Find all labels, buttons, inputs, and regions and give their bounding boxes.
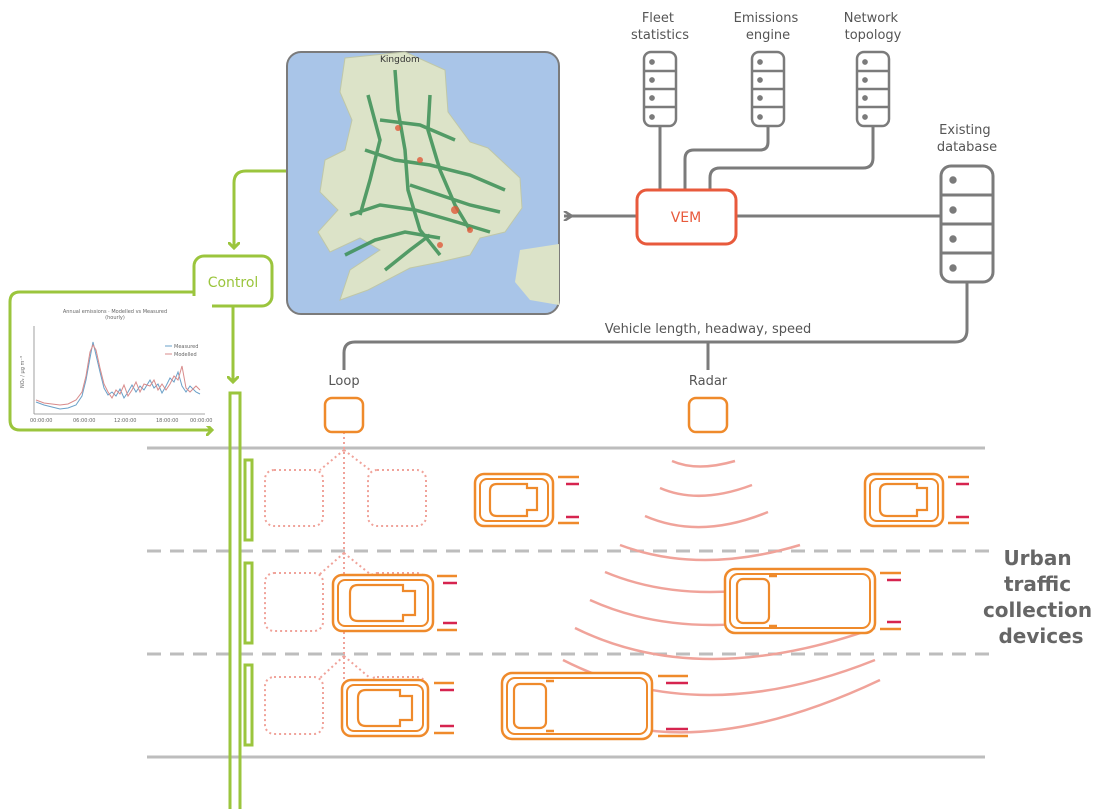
lane-gate xyxy=(243,458,254,542)
chart-x-tick: 12:00:00 xyxy=(114,418,136,424)
existing-database-label: Existing database xyxy=(937,123,997,155)
radar-label: Radar xyxy=(689,374,728,389)
chart-line-measured xyxy=(35,341,201,410)
car-icon xyxy=(331,573,457,633)
map-label: Kingdom xyxy=(380,55,420,65)
fleet-statistics-label: Fleet statistics xyxy=(631,11,689,43)
emissions-engine-label: Emissions engine xyxy=(734,11,803,43)
urban-traffic-line3: collection xyxy=(983,598,1092,622)
chart-y-label: NO₂ / µg m⁻³ xyxy=(20,356,26,388)
truck-icon xyxy=(500,671,688,741)
car-icon xyxy=(473,472,579,528)
loop-label: Loop xyxy=(328,374,359,389)
chart-legend-measured: Measured xyxy=(174,344,198,350)
urban-traffic-line2: traffic xyxy=(1004,572,1071,596)
chart-x-tick: 06:00:00 xyxy=(73,418,95,424)
server-icon xyxy=(855,50,891,128)
uk-traffic-map: Kingdom xyxy=(286,51,560,315)
emissions-engine-line1: Emissions xyxy=(734,11,799,26)
chart-x-tick: 00:00:00 xyxy=(30,418,52,424)
lane-gate xyxy=(243,663,254,747)
server-icon xyxy=(750,50,786,128)
chart-legend-modelled: Modelled xyxy=(174,352,197,358)
lane-gate xyxy=(243,561,254,645)
server-icon xyxy=(642,50,678,128)
vehicle-data-label: Vehicle length, headway, speed xyxy=(605,322,812,337)
vem-box[interactable] xyxy=(635,188,738,246)
existing-database-line2: database xyxy=(937,140,997,155)
existing-database-line1: Existing xyxy=(939,123,991,138)
chart-x-tick: 00:00:00 xyxy=(190,418,212,424)
urban-traffic-line4: devices xyxy=(998,624,1083,648)
network-topology-label: Network topology xyxy=(844,11,902,43)
radar-sensor xyxy=(687,396,729,434)
road-lanes xyxy=(147,446,990,759)
urban-traffic-label: Urban traffic collection devices xyxy=(983,546,1099,648)
vem-label: VEM xyxy=(671,210,702,226)
network-topology-line2: topology xyxy=(845,28,902,43)
car-icon xyxy=(340,678,454,738)
chart-x-tick: 18:00:00 xyxy=(156,418,178,424)
emissions-engine-line2: engine xyxy=(746,28,790,43)
control-label: Control xyxy=(208,275,259,291)
signal-bar xyxy=(228,391,242,809)
chart-x-ticks: 00:00:00 06:00:00 12:00:00 18:00:00 00:0… xyxy=(30,418,212,424)
van-icon xyxy=(723,567,901,635)
car-icon xyxy=(863,472,969,528)
loop-sensor xyxy=(323,396,365,434)
fleet-statistics-line1: Fleet xyxy=(642,11,674,26)
control-system xyxy=(8,169,287,809)
svg-text:(hourly): (hourly) xyxy=(105,315,125,321)
chart-line-modelled xyxy=(35,343,201,406)
data-connectors xyxy=(342,126,969,370)
urban-traffic-line1: Urban xyxy=(1003,546,1071,570)
svg-text:Annual emissions · Modelled vs: Annual emissions · Modelled vs Measured xyxy=(63,309,167,315)
database-server-icon xyxy=(939,164,995,284)
network-topology-line1: Network xyxy=(844,11,899,26)
emissions-mini-chart: Annual emissions · Modelled vs Measured … xyxy=(20,296,212,426)
fleet-statistics-line2: statistics xyxy=(631,28,689,43)
